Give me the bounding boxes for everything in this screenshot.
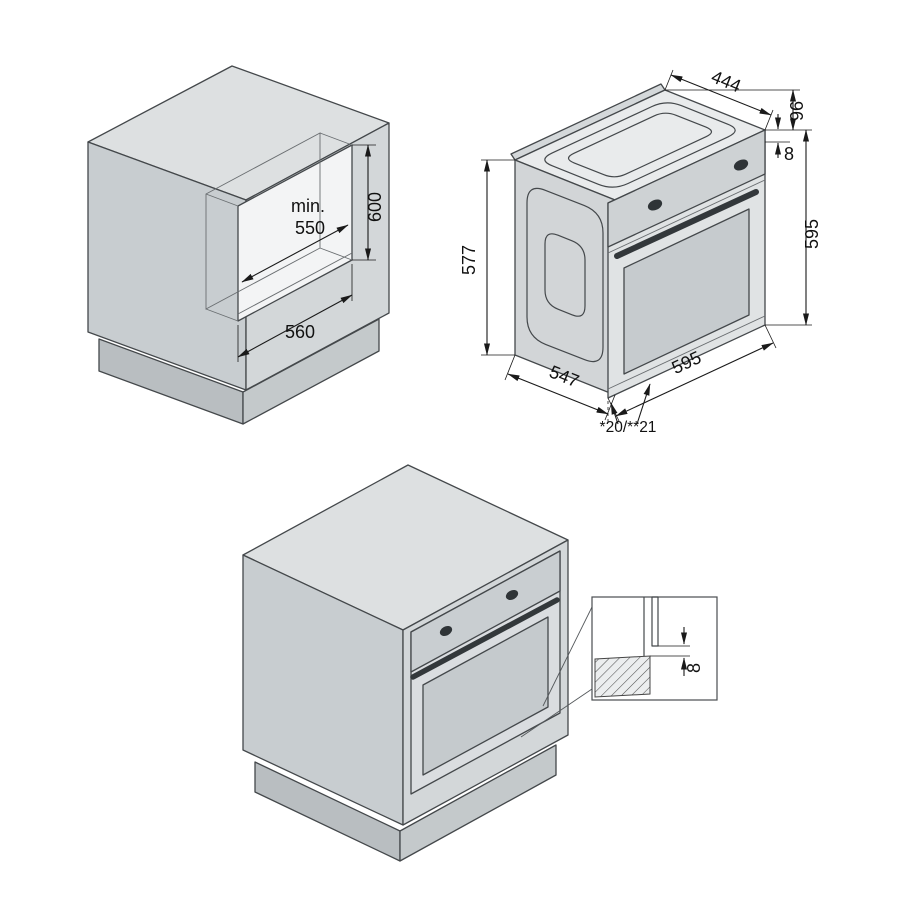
dim-444-ext-2 [764, 109, 774, 131]
dim-label-niche-width: 550 [295, 218, 325, 238]
dim-547-ext-2 [604, 394, 616, 421]
installed-view [242, 464, 593, 862]
installed-oven-control-panel [410, 550, 561, 673]
dim-label-oven-height-595: 595 [802, 219, 822, 249]
dim-niche-width: min. 550 [241, 196, 349, 283]
dim-niche-width-arrow [241, 224, 349, 283]
dim-444-ext-1 [664, 69, 674, 91]
oven-door-handle [614, 189, 759, 259]
niche-depth-edge-1 [205, 193, 239, 207]
oven-view: 444 96 8 595 577 547 [459, 67, 822, 436]
niche-depth-edge-4 [205, 308, 239, 322]
oven-top-recess-inner [567, 112, 713, 178]
installed-knob-left [439, 625, 453, 637]
oven-side-recess [526, 187, 604, 363]
installed-door-handle [410, 597, 560, 680]
dim-label-niche-min: min. [291, 196, 325, 216]
dim-547-ext-1 [504, 354, 516, 381]
detail-plinth-hatch [594, 655, 651, 698]
detail-leader-top [542, 606, 593, 707]
dim-label-feet-note: *20/**21 [600, 419, 657, 436]
dim-595b-arrow [615, 342, 774, 417]
dim-niche-depth: 560 [237, 264, 353, 362]
niche-depth-edge-2 [319, 132, 353, 146]
dim-oven-top-offset: 96 [665, 89, 812, 131]
installed-door-window [422, 616, 549, 776]
dim-label-oven-577: 577 [459, 245, 479, 275]
installed-oven-front [410, 550, 561, 795]
feet-arrow-2 [636, 383, 651, 425]
dim-niche-depth-arrow [237, 294, 353, 358]
dim-oven-feet: *20/**21 [600, 383, 657, 436]
oven-knob-right [733, 159, 749, 171]
installed-plinth-right [399, 744, 557, 862]
dim-444-arrow [670, 74, 772, 116]
dim-label-oven-8: 8 [784, 144, 794, 164]
oven-side-panel [514, 159, 616, 396]
oven-knob-left [647, 199, 663, 211]
dim-oven-side-height: 577 [459, 159, 515, 356]
oven-door-top-edge [607, 179, 766, 254]
detail-callout: 8 [591, 596, 718, 701]
dim-oven-overall-height: 595 [765, 129, 822, 326]
feet-arrow-1 [610, 402, 619, 425]
oven-side-emboss [544, 233, 586, 317]
dim-label-niche-height: 600 [365, 192, 385, 222]
dim-547-arrow [507, 373, 609, 415]
oven-body [510, 83, 766, 399]
dim-595b-ext-2 [764, 324, 777, 349]
dim-label-oven-96: 96 [787, 101, 807, 121]
installed-knob-right [505, 589, 519, 601]
oven-door-window [623, 208, 750, 375]
cabinet-niche-view: min. 550 600 560 [87, 65, 390, 425]
dim-oven-top-gap: 8 [765, 114, 794, 164]
detail-leader-bottom [520, 688, 593, 738]
dim-label-detail-gap-8: 8 [684, 663, 704, 673]
oven-top-recess-outer [544, 102, 736, 188]
dim-label-niche-depth: 560 [285, 322, 315, 342]
dim-niche-height: 600 [352, 144, 385, 261]
oven-control-panel [607, 129, 766, 248]
